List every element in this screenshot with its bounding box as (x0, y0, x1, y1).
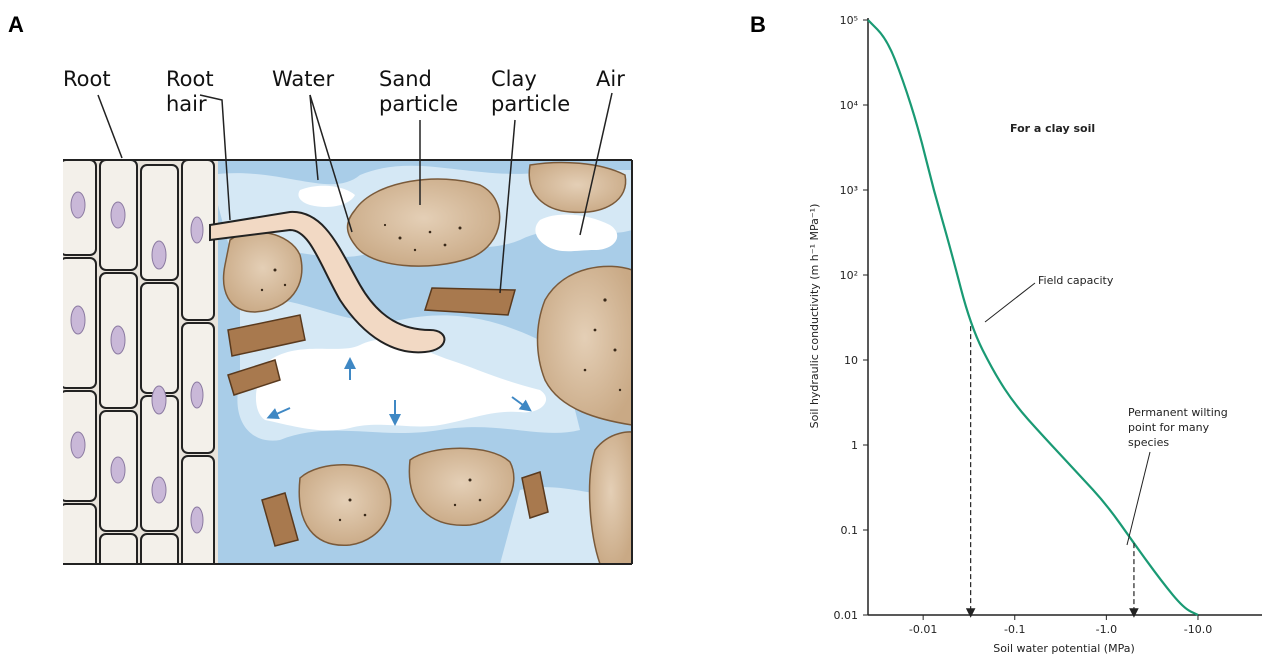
air-pocket (298, 185, 355, 207)
series-line (867, 19, 1199, 616)
root-cell (140, 164, 179, 281)
wilting-point-leader (1126, 451, 1151, 546)
nucleus (70, 305, 86, 335)
x-tick-label: -0.01 (909, 623, 937, 636)
leader-lines (97, 92, 613, 294)
label-root-hair-line1: Root (166, 67, 214, 91)
sand-particle (528, 161, 627, 214)
x-axis-label: Soil water potential (MPa) (993, 642, 1135, 655)
sand-particles (222, 161, 632, 564)
leader-clay (499, 119, 516, 294)
panel-a: A Root Root hair Water Sand particle Cla… (8, 12, 633, 565)
x-tick-label: -0.1 (1004, 623, 1025, 636)
label-root-hair-line2: hair (166, 92, 207, 116)
panel-a-letter: A (8, 12, 24, 37)
wilting-label-line2: point for many (1128, 421, 1210, 434)
air-pocket (255, 339, 547, 431)
clay-particle (423, 287, 516, 316)
leader-root-hair (199, 94, 231, 221)
label-water: Water (272, 67, 334, 91)
label-sand-line1: Sand (379, 67, 432, 91)
y-tick-label: 1 (851, 439, 858, 452)
sand-particle (346, 178, 501, 267)
y-axis-label: Soil hydraulic conductivity (m h⁻¹ MPa⁻¹… (808, 204, 821, 429)
nucleus (110, 456, 126, 484)
soil-illustration (63, 160, 632, 564)
panel-b: B 0.01 0.1 1 10 10² 10³ 10⁴ 10⁵ -0.01 -0.1 -1.0 -1… (750, 12, 1262, 655)
y-ticks: 0.01 0.1 1 10 10² 10³ 10⁴ 10⁵ (834, 14, 868, 622)
leader-root (97, 94, 123, 159)
flow-arrows (266, 357, 532, 426)
flow-arrow (511, 396, 532, 412)
y-tick-label: 10⁴ (840, 99, 859, 112)
x-ticks: -0.01 -0.1 -1.0 -10.0 (909, 615, 1212, 636)
air-pocket (535, 214, 618, 252)
y-tick-label: 10 (844, 354, 858, 367)
clay-particles (227, 287, 549, 547)
root-cell (140, 395, 179, 532)
y-tick-label: 0.01 (834, 609, 859, 622)
nucleus (190, 216, 204, 244)
flow-arrow (266, 407, 291, 420)
nuclei (70, 191, 204, 534)
sand-particle (298, 464, 392, 546)
wilting-label-line3: species (1128, 436, 1169, 449)
x-tick-label: -10.0 (1184, 623, 1212, 636)
root-cell (63, 503, 97, 564)
root-hair (209, 210, 446, 354)
chart-subtitle: For a clay soil (1010, 122, 1095, 135)
clay-particle (227, 314, 306, 357)
nucleus (190, 381, 204, 409)
leader-air (579, 92, 613, 236)
y-tick-label: 10³ (840, 184, 858, 197)
nucleus (70, 191, 86, 219)
root-cells (63, 160, 215, 564)
wilting-label-line1: Permanent wilting (1128, 406, 1228, 419)
label-clay-line2: particle (491, 92, 570, 116)
clay-particle (521, 471, 549, 519)
x-tick-label: -1.0 (1096, 623, 1117, 636)
y-tick-label: 0.1 (841, 524, 859, 537)
sand-particle (408, 447, 515, 526)
nucleus (110, 325, 126, 355)
field-capacity-leader (984, 282, 1036, 323)
y-tick-label: 10² (840, 269, 858, 282)
root-cell (140, 282, 179, 394)
nucleus (110, 201, 126, 229)
field-capacity-label: Field capacity (1038, 274, 1114, 287)
sand-speckles (260, 223, 622, 522)
root-cell (140, 533, 179, 564)
root-cell (99, 533, 138, 564)
label-root: Root (63, 67, 111, 91)
leader-water (309, 94, 319, 181)
nucleus (190, 506, 204, 534)
clay-particle (261, 492, 299, 547)
nucleus (151, 240, 167, 270)
sand-particle (536, 265, 632, 426)
nucleus (151, 385, 167, 415)
sand-particle (588, 431, 632, 564)
leader-water (309, 94, 353, 233)
y-tick-label: 10⁵ (840, 14, 858, 27)
label-sand-line2: particle (379, 92, 458, 116)
panel-b-letter: B (750, 12, 766, 37)
nucleus (151, 476, 167, 504)
label-air: Air (596, 67, 625, 91)
clay-particle (227, 359, 281, 396)
nucleus (70, 431, 86, 459)
label-clay-line1: Clay (491, 67, 537, 91)
